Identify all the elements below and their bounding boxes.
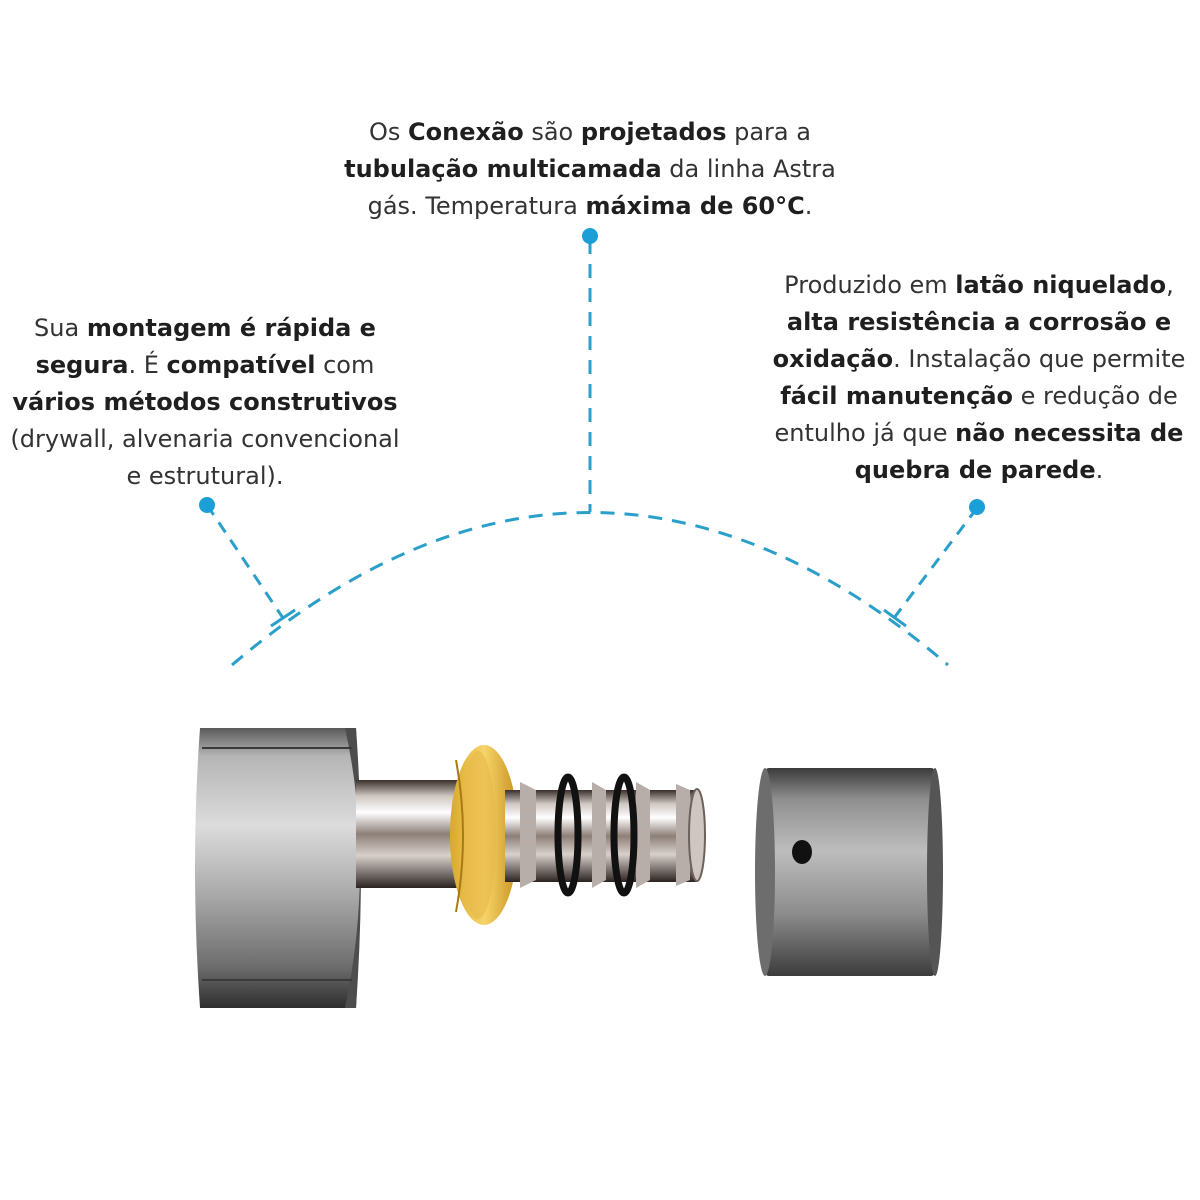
inspection-hole	[792, 840, 812, 864]
right-tick	[883, 608, 907, 628]
callout-bold: vários métodos construtivos	[12, 388, 398, 416]
callout-text: são	[523, 118, 581, 146]
right-dot	[969, 499, 985, 515]
callout-text: e redução de entulho já que	[774, 382, 1178, 447]
callout-text: Sua	[34, 314, 87, 342]
callout-text: ,	[1166, 271, 1174, 299]
callout-text: . Instalação que permite	[893, 345, 1186, 373]
callout-bold: projetados	[580, 118, 727, 146]
callout-text: Os	[369, 118, 409, 146]
callout-text: . É	[128, 351, 167, 379]
callout-text: .	[804, 192, 813, 220]
callout-bold: Conexão	[408, 118, 524, 146]
callout-bold: compatível	[166, 351, 316, 379]
callout-bold: latão niquelado	[955, 271, 1167, 299]
callout-bold: fácil manutenção	[780, 382, 1013, 410]
hex-nut	[195, 728, 361, 1008]
left-connector-line	[205, 504, 285, 619]
fitting-neck	[356, 780, 460, 888]
callout-text: Produzido em	[784, 271, 956, 299]
callout-top-text: Os Conexão são projetados para a tubulaç…	[320, 114, 860, 225]
callout-text: .	[1095, 456, 1104, 484]
callout-left-text: Sua montagem é rápida e segura. É compat…	[0, 310, 410, 495]
callout-text: com	[315, 351, 375, 379]
left-dot	[199, 497, 215, 513]
callout-right-text: Produzido em latão niquelado, alta resis…	[758, 267, 1200, 489]
dashed-arc	[231, 511, 949, 667]
right-connector-line	[892, 507, 979, 619]
press-sleeve	[755, 768, 943, 976]
callout-bold: tubulação multicamada	[344, 155, 662, 183]
callout-bold: alta resistência a corrosão e oxidação	[772, 308, 1172, 373]
yellow-ring	[450, 745, 518, 925]
callout-text: da linha Astra gás. Temperatura	[367, 155, 836, 220]
callout-text: (drywall, alvenaria convencional e estru…	[10, 425, 400, 490]
barbed-insert	[505, 773, 706, 897]
callout-bold: máxima de 60°C	[585, 192, 805, 220]
left-tick	[270, 608, 296, 628]
callout-bold: montagem é rápida e segura	[35, 314, 376, 379]
top-dot	[582, 228, 598, 244]
callout-text: para a	[726, 118, 811, 146]
callout-bold: não necessita de quebra de parede	[854, 419, 1184, 484]
